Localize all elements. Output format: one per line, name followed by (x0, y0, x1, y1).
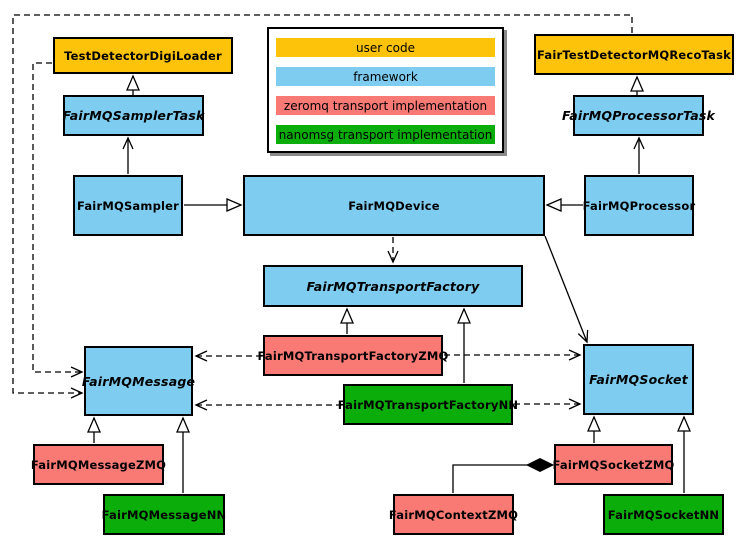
edge-contextzmq-socketzmq (452, 464, 528, 493)
legend-item-framework: framework (276, 67, 495, 86)
legend: user code framework zeromq transport imp… (267, 27, 504, 153)
node-fairmqmessagenn: FairMQMessageNN (102, 494, 226, 535)
node-fairmqsocket: FairMQSocket (583, 344, 694, 415)
composition-diamond-icon (525, 457, 555, 473)
node-fairmqtransportfactoryzmq: FairMQTransportFactoryZMQ (258, 335, 448, 376)
node-testdetectordigiloader: TestDetectorDigiLoader (53, 37, 233, 74)
node-fairmqsocketzmq: FairMQSocketZMQ (553, 444, 674, 485)
legend-item-user-code: user code (276, 38, 495, 57)
legend-item-zeromq: zeromq transport implementation (276, 96, 495, 115)
node-fairmqdevice: FairMQDevice (243, 175, 545, 236)
node-fairmqmessage: FairMQMessage (82, 346, 195, 416)
edge-digiloader-message (32, 62, 84, 378)
edge-recotask-message (12, 14, 633, 399)
node-fairmqsamplertask: FairMQSamplerTask (62, 95, 204, 136)
node-fairmqcontextzmq: FairMQContextZMQ (389, 494, 518, 535)
legend-item-nanomsg: nanomsg transport implementation (276, 125, 495, 144)
node-fairmqprocessor: FairMQProcessor (583, 175, 695, 236)
node-fairtestdetectormqrecotask: FairTestDetectorMQRecoTask (534, 34, 734, 75)
node-fairmqprocessortask: FairMQProcessorTask (562, 95, 715, 136)
node-fairmqtransportfactorynn: FairMQTransportFactoryNN (338, 384, 518, 425)
node-fairmqtransportfactory: FairMQTransportFactory (263, 265, 523, 307)
edge-device-socket (544, 235, 589, 344)
node-fairmqsampler: FairMQSampler (73, 175, 183, 236)
node-fairmqmessagezmq: FairMQMessageZMQ (31, 444, 166, 485)
node-fairmqsocketnn: FairMQSocketNN (603, 494, 724, 535)
